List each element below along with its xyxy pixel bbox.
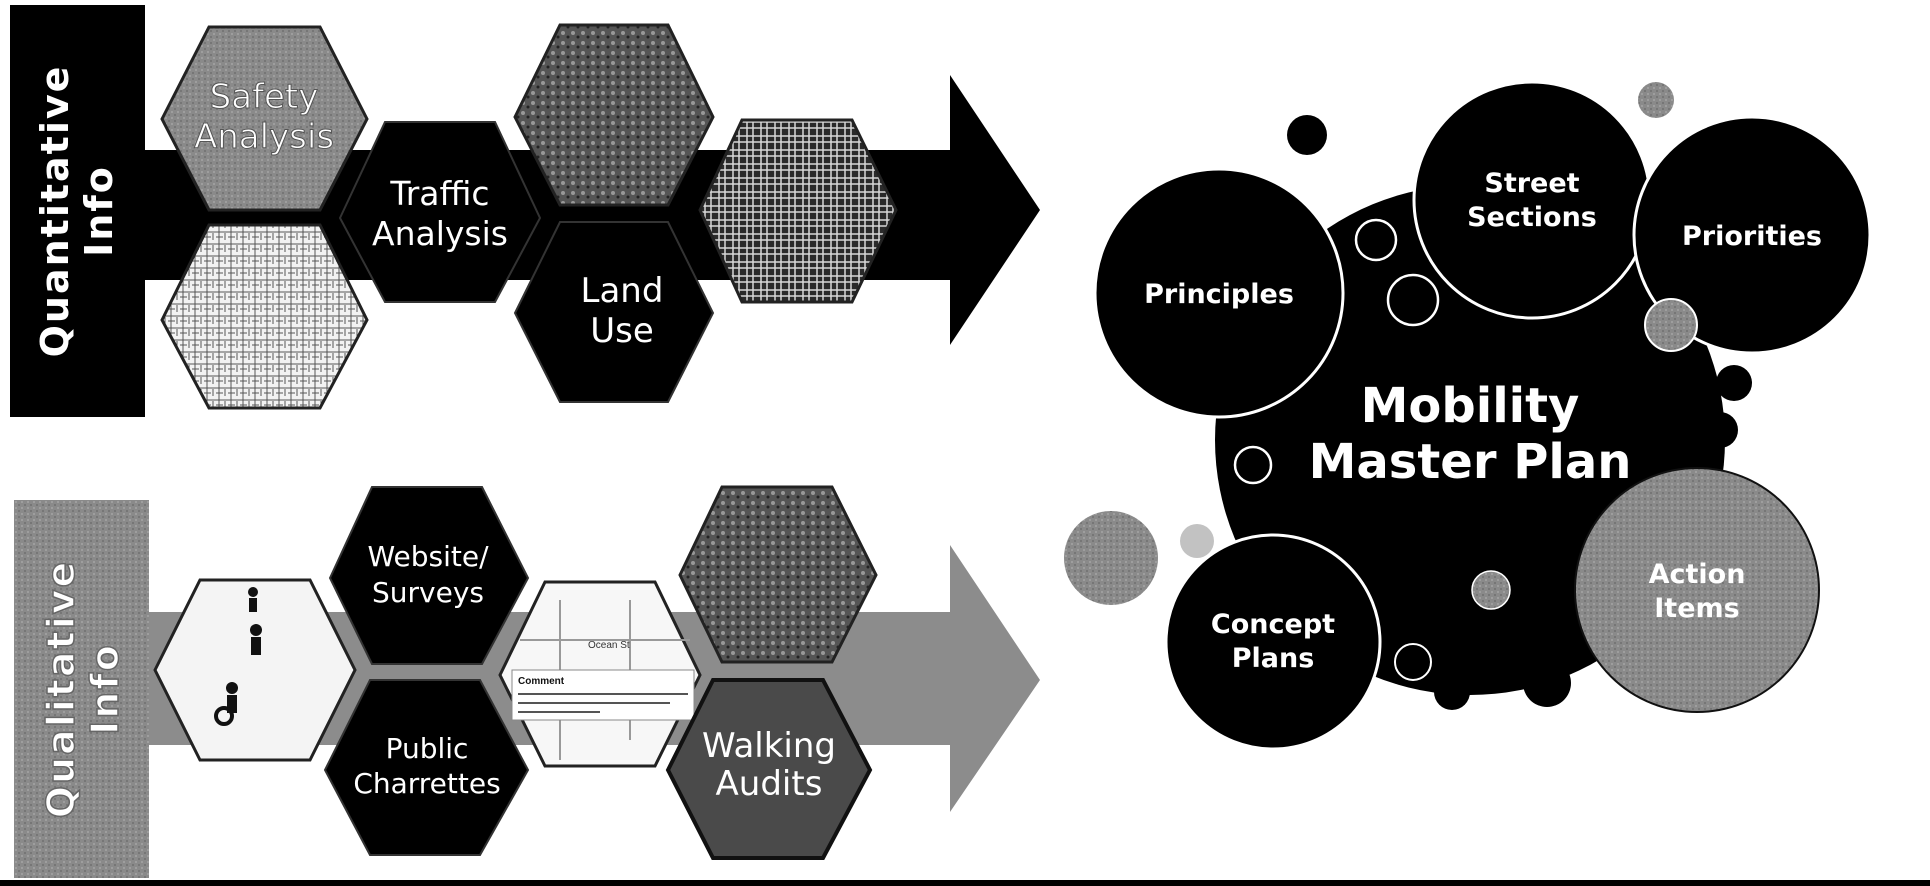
concept-plans-circle bbox=[1166, 535, 1380, 749]
action-items-circle bbox=[1575, 468, 1819, 712]
qualitative-section: Qualitative Info Website/ Surveys Public… bbox=[14, 487, 1040, 878]
qualitative-label-line1: Qualitative bbox=[39, 560, 83, 819]
website-surveys-line2: Surveys bbox=[372, 576, 484, 609]
traffic-photo-hex bbox=[515, 25, 713, 205]
safety-analysis-line2: Analysis bbox=[194, 117, 334, 157]
traffic-analysis-line2: Analysis bbox=[372, 214, 508, 253]
website-surveys-line1: Website/ bbox=[367, 540, 489, 573]
safety-analysis-line1: Safety bbox=[210, 77, 319, 117]
street-label: Ocean St bbox=[588, 640, 630, 651]
street-sections-line2: Sections bbox=[1467, 202, 1597, 233]
master-plan-cluster: Mobility Master Plan Principles Street S… bbox=[1064, 82, 1870, 749]
action-items-line2: Items bbox=[1654, 593, 1739, 624]
comment-heading: Comment bbox=[518, 676, 565, 687]
walking-audits-line2: Audits bbox=[716, 764, 823, 804]
land-use-line1: Land bbox=[581, 271, 664, 311]
land-use-line2: Use bbox=[590, 311, 654, 351]
street-sections-line1: Street bbox=[1484, 168, 1579, 199]
concept-plans-line1: Concept bbox=[1211, 609, 1335, 640]
street-sections-circle bbox=[1414, 82, 1650, 318]
concept-plans-line2: Plans bbox=[1232, 643, 1315, 674]
quantitative-label-line1: Quantitative bbox=[33, 65, 77, 358]
master-plan-line1: Mobility bbox=[1361, 378, 1580, 434]
public-charrettes-line1: Public bbox=[386, 732, 469, 765]
public-charrettes-line2: Charrettes bbox=[353, 767, 500, 800]
quantitative-label-line2: Info bbox=[77, 165, 121, 257]
master-plan-line2: Master Plan bbox=[1309, 434, 1632, 490]
aerial-grid-photo-hex bbox=[700, 120, 896, 302]
walking-audits-line1: Walking bbox=[702, 726, 836, 766]
principles-label: Principles bbox=[1144, 279, 1294, 310]
walking-crowd-photo-hex bbox=[680, 487, 876, 662]
bottom-border bbox=[0, 880, 1930, 886]
qualitative-label-line2: Info bbox=[83, 643, 127, 735]
action-items-line1: Action bbox=[1649, 559, 1746, 590]
quantitative-section: Quantitative Info Safety Analysis Traffi… bbox=[10, 5, 1040, 417]
priorities-label: Priorities bbox=[1682, 221, 1822, 252]
traffic-analysis-line1: Traffic bbox=[389, 174, 489, 213]
